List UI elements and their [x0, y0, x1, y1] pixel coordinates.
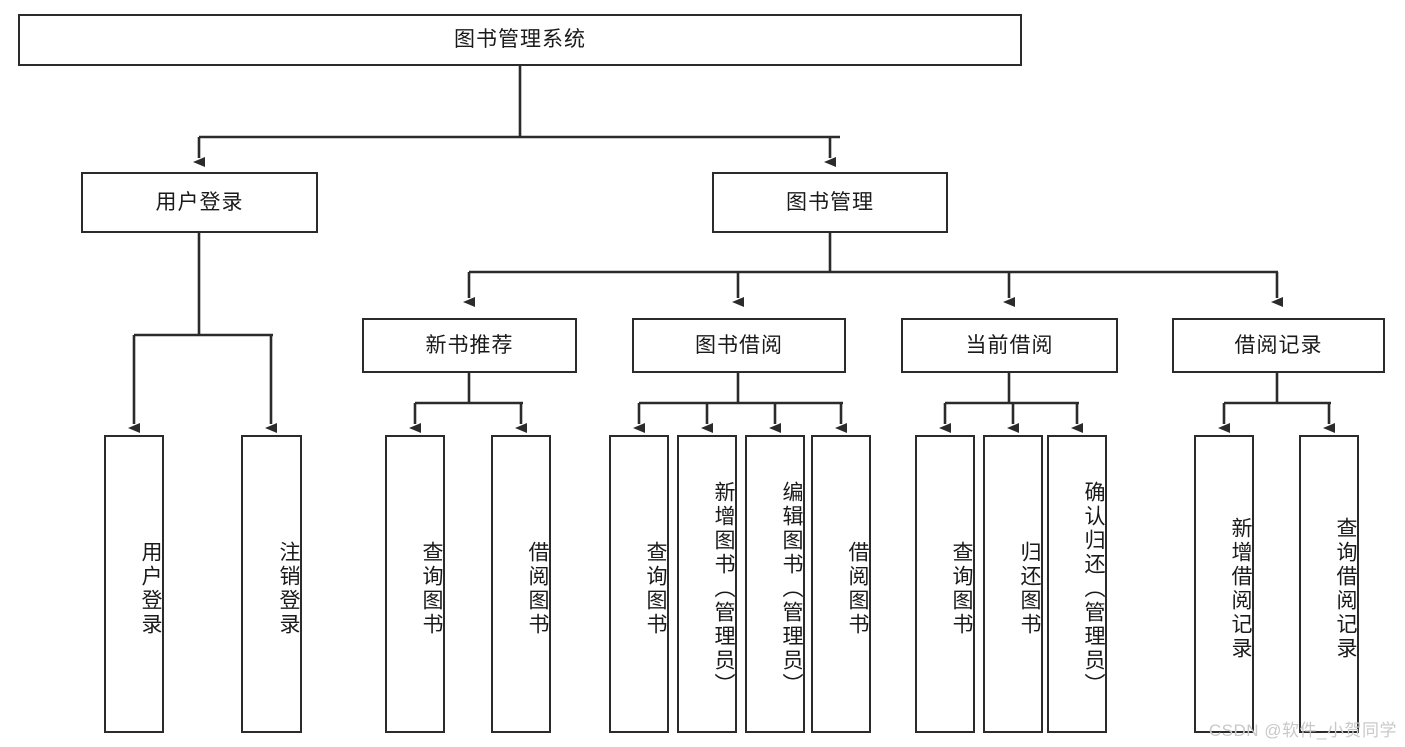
leaf-borrow-book-1-label: 借阅图书	[526, 541, 549, 637]
node-root-label: 图书管理系统	[454, 28, 586, 52]
watermark: CSDN @软件_小贺同学	[1208, 721, 1397, 740]
leaf-user-login-label: 用户登录	[139, 541, 162, 637]
leaf-borrow-book-2[interactable]: 借阅图书	[811, 435, 871, 733]
leaf-borrow-book-1[interactable]: 借阅图书	[491, 435, 551, 733]
leaf-add-book-label: 新增图书（管理员）	[712, 481, 735, 697]
leaf-add-book[interactable]: 新增图书（管理员）	[677, 435, 737, 733]
leaf-logout-label: 注销登录	[277, 541, 300, 637]
node-root[interactable]: 图书管理系统	[18, 14, 1022, 66]
node-book-manage[interactable]: 图书管理	[712, 172, 948, 233]
leaf-query-book-3-label: 查询图书	[950, 541, 973, 637]
leaf-query-record[interactable]: 查询借阅记录	[1299, 435, 1359, 733]
node-borrow-record[interactable]: 借阅记录	[1172, 318, 1385, 373]
leaf-query-book-3[interactable]: 查询图书	[915, 435, 975, 733]
leaf-return-book[interactable]: 归还图书	[983, 435, 1043, 733]
node-borrow-record-label: 借阅记录	[1234, 333, 1323, 357]
node-current-borrow[interactable]: 当前借阅	[901, 318, 1118, 373]
node-book-borrow-label: 图书借阅	[695, 333, 783, 357]
leaf-add-record-label: 新增借阅记录	[1229, 517, 1252, 661]
leaf-confirm-return-label: 确认归还（管理员）	[1082, 481, 1105, 697]
node-current-borrow-label: 当前借阅	[965, 333, 1054, 357]
leaf-edit-book[interactable]: 编辑图书（管理员）	[745, 435, 805, 733]
leaf-query-book-1-label: 查询图书	[420, 541, 443, 637]
node-new-book-recommend-label: 新书推荐	[425, 333, 514, 357]
leaf-confirm-return[interactable]: 确认归还（管理员）	[1047, 435, 1107, 733]
leaf-add-record[interactable]: 新增借阅记录	[1194, 435, 1254, 733]
leaf-return-book-label: 归还图书	[1018, 541, 1041, 637]
leaf-logout[interactable]: 注销登录	[241, 435, 302, 733]
node-book-borrow[interactable]: 图书借阅	[632, 318, 846, 373]
node-user-login[interactable]: 用户登录	[81, 172, 318, 233]
node-user-login-label: 用户登录	[155, 190, 244, 214]
leaf-user-login[interactable]: 用户登录	[104, 435, 164, 733]
leaf-query-record-label: 查询借阅记录	[1334, 517, 1357, 661]
leaf-edit-book-label: 编辑图书（管理员）	[780, 481, 803, 697]
leaf-query-book-2[interactable]: 查询图书	[609, 435, 669, 733]
node-book-manage-label: 图书管理	[786, 190, 874, 214]
leaf-query-book-2-label: 查询图书	[644, 541, 667, 637]
leaf-borrow-book-2-label: 借阅图书	[846, 541, 869, 637]
node-new-book-recommend[interactable]: 新书推荐	[362, 318, 577, 373]
leaf-query-book-1[interactable]: 查询图书	[385, 435, 445, 733]
